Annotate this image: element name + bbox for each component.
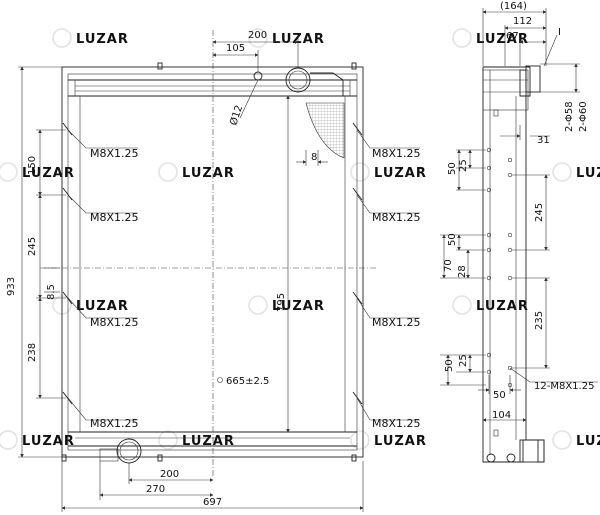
side-bolt-holes (486, 147, 513, 388)
side-view: (164) 112 67 I 2-Φ58 2-Φ60 31 (440, 1, 598, 463)
svg-text:LUZAR: LUZAR (576, 434, 600, 449)
thread-callout-12-m8: 12-M8X1.25 (534, 381, 594, 392)
watermark-logo: LUZAR (452, 28, 529, 48)
radiator-outer-frame (61, 66, 364, 458)
datum-point (217, 377, 223, 383)
dim-pitch-150: 150 (27, 156, 38, 175)
svg-text:LUZAR: LUZAR (374, 434, 427, 449)
dim-phi60: 2-Φ60 (578, 101, 589, 132)
dim-offset-8-5: 8.5 (46, 284, 57, 300)
side-left-dimension-lines (440, 149, 486, 386)
watermark-logo: LUZAR (552, 430, 600, 450)
mounting-studs (61, 62, 357, 462)
svg-text:LUZAR: LUZAR (374, 166, 427, 181)
side-top-dimension-lines (482, 8, 580, 93)
drain-plugs (486, 453, 516, 463)
svg-text:LUZAR: LUZAR (182, 166, 235, 181)
dim-25-a: 25 (458, 159, 469, 172)
side-channels (79, 96, 346, 432)
bottom-dimension-lines (61, 461, 364, 512)
dim-50-d: 50 (493, 390, 506, 401)
watermark-logo: LUZAR (0, 430, 75, 450)
watermark-logo: LUZAR (452, 295, 529, 315)
dim-104: 104 (492, 410, 511, 421)
thread-leaders (67, 129, 420, 421)
dim-bottom-200: 200 (160, 469, 179, 480)
side-bottom-dimension-lines (478, 367, 598, 425)
dim-pitch-245: 245 (27, 237, 38, 256)
dim-core-665: 665±2.5 (226, 376, 269, 387)
thread-label-right-3: M8X1.25 (372, 316, 421, 329)
dim-50-c: 50 (444, 359, 455, 372)
dim-50-a: 50 (447, 162, 458, 175)
dim-70: 70 (443, 259, 454, 272)
watermark-logo: LUZAR (552, 162, 600, 182)
dim-pitch-238: 238 (27, 343, 38, 362)
top-dimension-lines (212, 36, 299, 119)
front-view: M8X1.25 M8X1.25 M8X1.25 M8X1.25 M8X1.25 … (6, 30, 421, 512)
svg-text:LUZAR: LUZAR (476, 32, 529, 47)
bottom-tank (68, 431, 357, 447)
svg-text:LUZAR: LUZAR (76, 32, 129, 47)
dim-112: 112 (513, 16, 532, 27)
dim-235: 235 (534, 311, 545, 330)
dim-67: 67 (506, 31, 519, 42)
mounting-bolts (62, 122, 363, 405)
dim-164: (164) (500, 1, 527, 12)
dim-28: 28 (457, 265, 468, 278)
watermark-logo: LUZAR (0, 162, 75, 182)
dim-31: 31 (537, 135, 550, 146)
dim-245: 245 (534, 203, 545, 222)
watermark-logo: LUZAR (52, 295, 129, 315)
watermark-logo: LUZAR (52, 28, 129, 48)
dim-25-b: 25 (458, 354, 469, 367)
watermark-logo: LUZAR (350, 430, 427, 450)
watermark-layer: LUZAR LUZAR LUZAR LUZAR LUZAR LUZAR LUZA… (0, 28, 600, 450)
bottom-outlet-pipe (99, 438, 142, 464)
svg-text:LUZAR: LUZAR (22, 166, 75, 181)
core-fin-detail (305, 102, 345, 159)
dim-31-lines (500, 125, 550, 140)
dim-hole-diameter: Ø12 (227, 104, 245, 127)
dim-phi58: 2-Φ58 (564, 101, 575, 132)
dim-core-795: 795 (276, 293, 287, 312)
side-right-dimension-lines (512, 174, 550, 369)
thread-label-left-3: M8X1.25 (90, 316, 139, 329)
fin-pitch-dimension (296, 150, 328, 166)
watermark-logo: LUZAR (158, 162, 235, 182)
svg-text:LUZAR: LUZAR (272, 299, 325, 314)
svg-text:LUZAR: LUZAR (272, 32, 325, 47)
dim-height-933: 933 (6, 277, 17, 296)
svg-text:LUZAR: LUZAR (76, 299, 129, 314)
dim-8: 8 (311, 152, 317, 163)
thread-label-right-1: M8X1.25 (372, 147, 421, 160)
thread-label-left-1: M8X1.25 (90, 147, 139, 160)
watermark-logo: LUZAR (350, 162, 427, 182)
side-body (482, 65, 545, 463)
radiator-inner-frame (67, 73, 358, 451)
left-dimension-lines (18, 66, 66, 458)
top-tank (68, 79, 357, 97)
watermark-logo: LUZAR (248, 295, 325, 315)
view-mark-I: I (558, 27, 561, 38)
svg-text:LUZAR: LUZAR (476, 299, 529, 314)
svg-text:LUZAR: LUZAR (576, 166, 600, 181)
svg-text:LUZAR: LUZAR (22, 434, 75, 449)
thread-label-left-4: M8X1.25 (90, 417, 139, 430)
dim-bottom-270: 270 (146, 484, 165, 495)
svg-text:LUZAR: LUZAR (182, 434, 235, 449)
thread-label-right-4: M8X1.25 (372, 417, 421, 430)
vent-hole (253, 71, 263, 81)
thread-label-left-2: M8X1.25 (90, 211, 139, 224)
dim-top-105: 105 (226, 43, 245, 54)
top-inlet-pipe (285, 67, 344, 96)
thread-label-right-2: M8X1.25 (372, 211, 421, 224)
dim-width-697: 697 (203, 497, 222, 508)
dim-top-200: 200 (248, 30, 267, 41)
dim-50-b: 50 (447, 233, 458, 246)
